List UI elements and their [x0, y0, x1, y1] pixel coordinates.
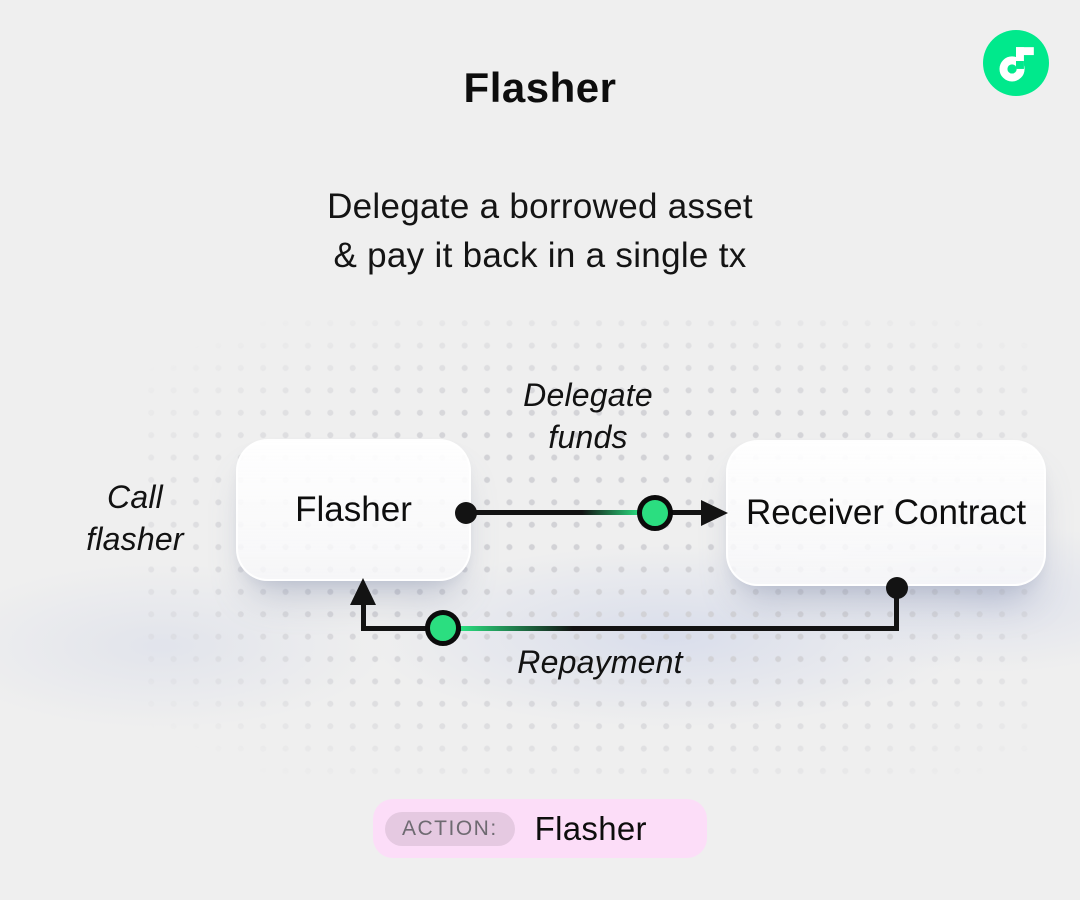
edge-repayment-line-across [361, 626, 899, 631]
edge-repayment-token-dot [425, 610, 461, 646]
label-call-flasher: Call flasher [86, 479, 184, 557]
edge-repayment-line-up [361, 601, 366, 631]
node-receiver-label: Receiver Contract [745, 493, 1027, 533]
subtitle-line-2: & pay it back in a single tx [333, 236, 747, 275]
flow-logo-icon [983, 30, 1049, 96]
page-subtitle: Delegate a borrowed asset & pay it back … [0, 182, 1080, 280]
label-repayment: Repayment [517, 644, 683, 680]
subtitle-line-1: Delegate a borrowed asset [327, 187, 753, 226]
node-flasher-label: Flasher [295, 490, 412, 530]
node-receiver-contract: Receiver Contract [726, 440, 1046, 586]
page-title: Flasher [463, 64, 617, 111]
edge-repayment-start-dot [886, 577, 908, 599]
node-flasher: Flasher [236, 439, 471, 581]
edge-delegate-start-dot [455, 502, 477, 524]
label-delegate-funds: Delegate funds [523, 377, 653, 455]
edge-delegate-trail [582, 510, 640, 515]
edge-delegate-token-dot [637, 495, 673, 531]
edge-repayment-line-down [894, 588, 899, 631]
edge-repayment-trail [461, 626, 573, 631]
edge-repayment-arrowhead-icon [350, 578, 376, 605]
edge-delegate-arrowhead-icon [701, 500, 728, 526]
action-value: Flasher [534, 809, 647, 847]
action-pill: ACTION: Flasher [373, 799, 707, 858]
action-label-badge: ACTION: [385, 811, 515, 846]
